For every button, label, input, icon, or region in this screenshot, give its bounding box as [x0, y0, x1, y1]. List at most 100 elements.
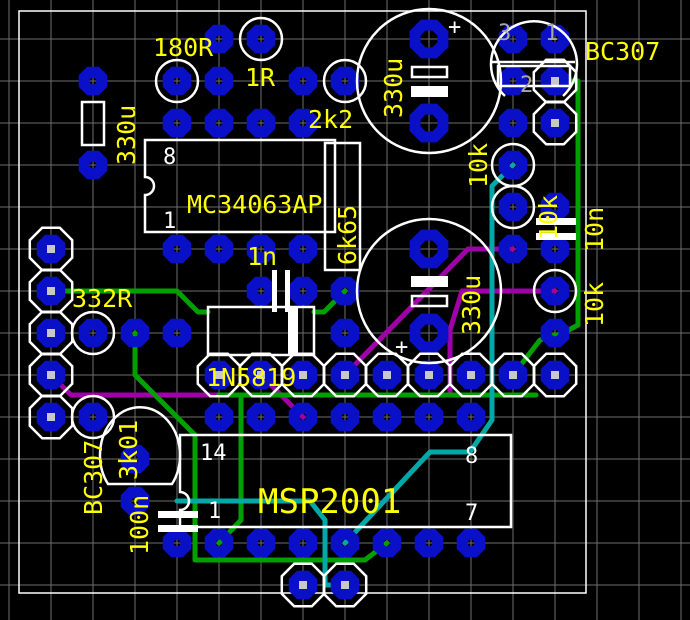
- pad[interactable]: [120, 486, 150, 516]
- pad[interactable]: [540, 192, 570, 222]
- pad[interactable]: [288, 570, 318, 600]
- pad[interactable]: [498, 150, 528, 180]
- pad[interactable]: [540, 360, 570, 390]
- pad[interactable]: [540, 318, 570, 348]
- pad[interactable]: [78, 318, 108, 348]
- pad[interactable]: [36, 360, 66, 390]
- trace-green: [132, 330, 390, 563]
- pad[interactable]: [498, 24, 528, 54]
- header-pad-outline: [238, 352, 284, 398]
- pad[interactable]: [162, 528, 192, 558]
- r-6k65-body: [323, 141, 362, 272]
- pad[interactable]: [246, 108, 276, 138]
- pad[interactable]: [204, 66, 234, 96]
- pad[interactable]: [246, 276, 276, 306]
- pad[interactable]: [36, 276, 66, 306]
- pad[interactable]: [78, 402, 108, 432]
- pad[interactable]: [288, 108, 318, 138]
- pad-square: [47, 371, 55, 379]
- trace-green: [48, 288, 211, 315]
- pad-square: [467, 371, 475, 379]
- pad[interactable]: [36, 318, 66, 348]
- pad[interactable]: [414, 528, 444, 558]
- pad[interactable]: [246, 402, 276, 432]
- pad[interactable]: [498, 192, 528, 222]
- pad[interactable]: [36, 234, 66, 264]
- pad[interactable]: [204, 528, 234, 558]
- pad[interactable]: [498, 66, 528, 96]
- pad[interactable]: [246, 24, 276, 54]
- pad[interactable]: [372, 402, 402, 432]
- pad[interactable]: [540, 234, 570, 264]
- pad[interactable]: [288, 360, 318, 390]
- pad[interactable]: [288, 402, 318, 432]
- pad-square: [299, 581, 307, 589]
- pad[interactable]: [246, 234, 276, 264]
- header-pad-outline: [322, 562, 368, 608]
- pad[interactable]: [540, 24, 570, 54]
- pad[interactable]: [288, 276, 318, 306]
- pad[interactable]: [540, 276, 570, 306]
- pad[interactable]: [78, 150, 108, 180]
- label-10n: 10n: [580, 207, 609, 252]
- pad[interactable]: [246, 360, 276, 390]
- label-1R: 1R: [245, 63, 276, 92]
- pad[interactable]: [204, 24, 234, 54]
- pad[interactable]: [456, 360, 486, 390]
- pad[interactable]: [330, 66, 360, 96]
- pad[interactable]: [409, 229, 449, 269]
- pad[interactable]: [414, 402, 444, 432]
- pad[interactable]: [456, 528, 486, 558]
- pad[interactable]: [372, 360, 402, 390]
- pad[interactable]: [456, 402, 486, 432]
- pad[interactable]: [409, 313, 449, 353]
- label-1n: 1n: [247, 242, 277, 271]
- pad[interactable]: [204, 402, 234, 432]
- pad[interactable]: [540, 108, 570, 138]
- pad[interactable]: [162, 108, 192, 138]
- pad[interactable]: [409, 103, 449, 143]
- pad[interactable]: [288, 234, 318, 264]
- header-pad-outline: [448, 352, 494, 398]
- pad[interactable]: [540, 66, 570, 96]
- pad-square: [47, 329, 55, 337]
- pad[interactable]: [120, 444, 150, 474]
- pad[interactable]: [498, 108, 528, 138]
- pad[interactable]: [409, 19, 449, 59]
- pad-square: [341, 581, 349, 589]
- pad[interactable]: [162, 234, 192, 264]
- label-10k-b: 10k: [534, 195, 563, 240]
- pad[interactable]: [204, 360, 234, 390]
- pad-square: [215, 371, 223, 379]
- pad[interactable]: [330, 570, 360, 600]
- pad[interactable]: [120, 318, 150, 348]
- pad[interactable]: [330, 276, 360, 306]
- label-1N5819: 1N5819: [206, 363, 296, 392]
- label-10k-c: 10k: [580, 282, 609, 327]
- pad[interactable]: [330, 402, 360, 432]
- pad[interactable]: [330, 318, 360, 348]
- pad[interactable]: [372, 528, 402, 558]
- diode-body: [206, 305, 316, 357]
- pad[interactable]: [498, 234, 528, 264]
- bc307-top-pin2: 2: [520, 73, 533, 98]
- label-2k2: 2k2: [308, 105, 353, 134]
- pad[interactable]: [162, 66, 192, 96]
- pad[interactable]: [498, 360, 528, 390]
- pad[interactable]: [288, 66, 318, 96]
- pad[interactable]: [204, 108, 234, 138]
- pad-square: [299, 371, 307, 379]
- pad[interactable]: [330, 360, 360, 390]
- pad[interactable]: [162, 318, 192, 348]
- pad[interactable]: [36, 402, 66, 432]
- label-mc34063ap: MC34063AP: [187, 190, 322, 219]
- pad[interactable]: [204, 234, 234, 264]
- pad[interactable]: [414, 360, 444, 390]
- pad[interactable]: [288, 528, 318, 558]
- header-pad-outline: [196, 352, 242, 398]
- pad[interactable]: [246, 528, 276, 558]
- header-pad-outline: [490, 352, 536, 398]
- pad[interactable]: [330, 528, 360, 558]
- pad[interactable]: [78, 66, 108, 96]
